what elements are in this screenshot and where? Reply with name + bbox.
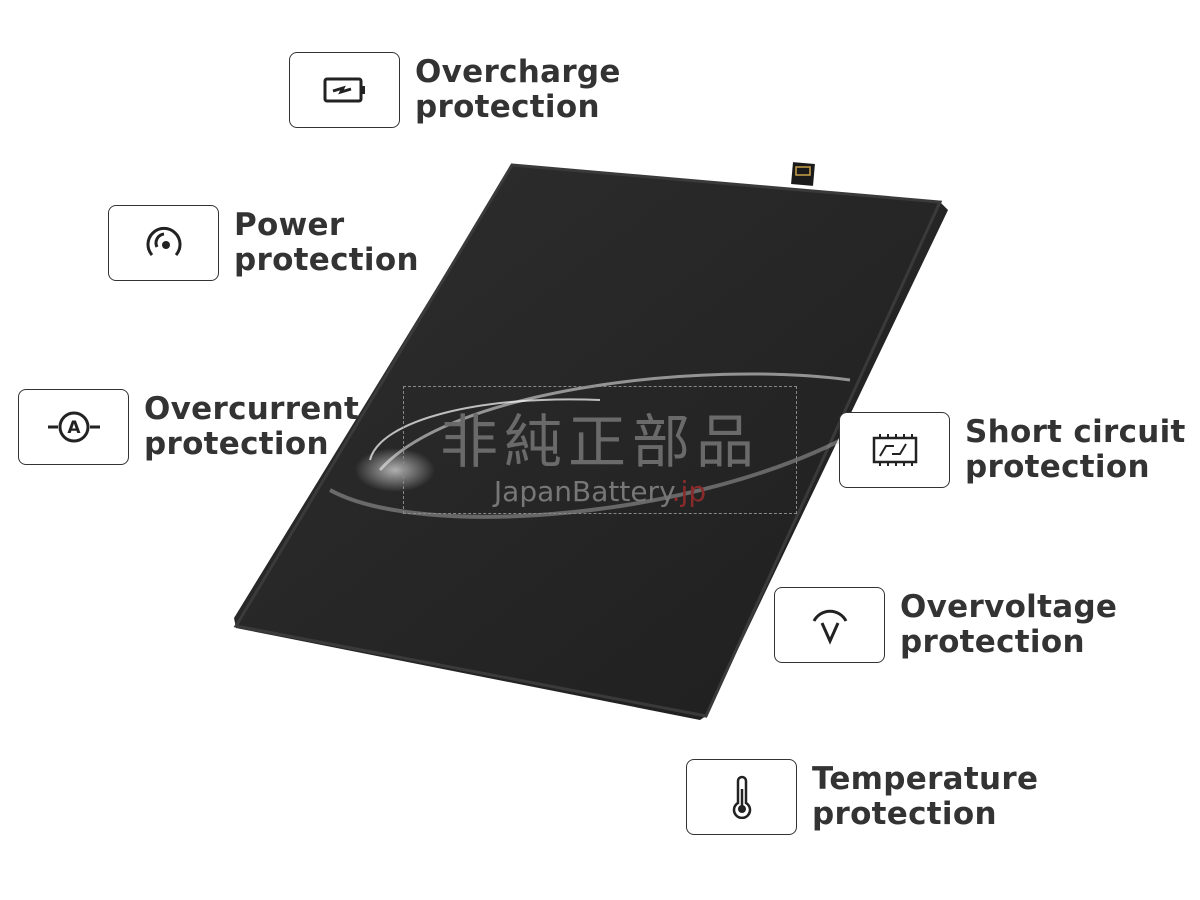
- feature-title: Overcharge: [415, 54, 621, 90]
- feature-subtitle: protection: [812, 796, 997, 832]
- feature-title: Overvoltage: [900, 589, 1118, 625]
- watermark: 非純正部品 JapanBattery.jp: [403, 386, 797, 514]
- feature-subtitle: protection: [900, 624, 1085, 660]
- gauge-icon: [108, 205, 219, 281]
- feature-title: Overcurrent: [144, 391, 360, 427]
- ammeter-icon: A: [18, 389, 129, 465]
- feature-subtitle: protection: [144, 426, 329, 462]
- feature-title: Temperature: [812, 761, 1039, 797]
- battery-charge-icon: [289, 52, 400, 128]
- feature-subtitle: protection: [965, 449, 1150, 485]
- watermark-jp: 非純正部品: [439, 408, 760, 476]
- thermometer-icon: [686, 759, 797, 835]
- circuit-board-icon: [839, 412, 950, 488]
- watermark-brand: JapanBattery: [493, 475, 672, 508]
- feature-subtitle: protection: [234, 242, 419, 278]
- feature-title: Power: [234, 207, 345, 243]
- voltage-icon: [774, 587, 885, 663]
- feature-subtitle: protection: [415, 89, 600, 125]
- feature-title: Short circuit: [965, 414, 1186, 450]
- svg-text:A: A: [67, 418, 81, 438]
- flex-connector: [791, 162, 815, 186]
- watermark-tld: .jp: [671, 475, 707, 508]
